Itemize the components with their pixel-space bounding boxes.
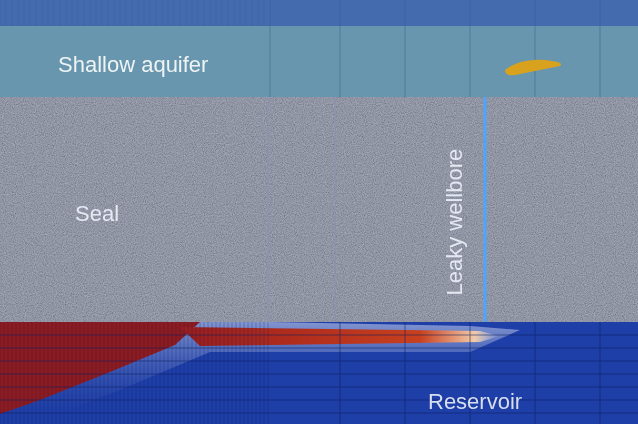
mesh-line: [335, 97, 336, 322]
seal-texture: [0, 97, 638, 322]
mesh-line: [268, 97, 269, 322]
mesh-grid: [0, 0, 600, 97]
layer-band: Seal: [0, 97, 638, 322]
layer-band: Shallow aquifer: [0, 0, 638, 97]
reservoir-band: [0, 322, 638, 424]
wellbore-label: Leaky wellbore: [443, 149, 467, 296]
aquifer-overlay: [0, 26, 638, 97]
seal-band: [0, 97, 638, 322]
mesh-grid: [0, 322, 638, 424]
layer-label: Seal: [75, 202, 119, 226]
aquifer-band: [0, 0, 638, 97]
layer-label: Shallow aquifer: [58, 53, 208, 77]
aquifer-overlay: [0, 0, 638, 26]
wellbore-line: [484, 97, 487, 322]
leaked-co2: [505, 60, 561, 76]
layer-band: Reservoir: [0, 322, 638, 424]
layer-label: Reservoir: [428, 390, 522, 414]
